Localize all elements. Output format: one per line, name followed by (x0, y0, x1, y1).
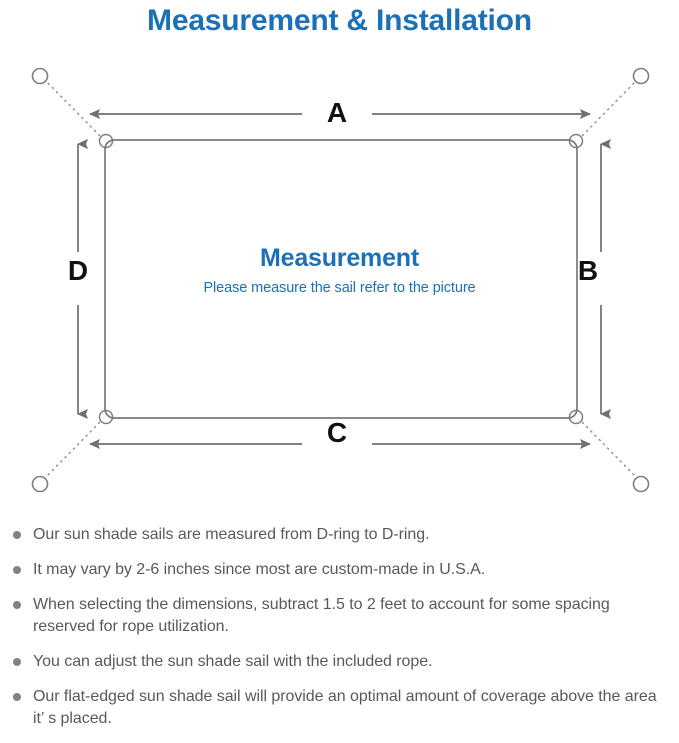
list-item-text: You can adjust the sun shade sail with t… (33, 653, 433, 670)
dimension-label-c: C (326, 417, 348, 448)
bullet-icon (13, 658, 21, 666)
list-item: Our sun shade sails are measured from D-… (0, 524, 679, 546)
list-item-text: It may vary by 2-6 inches since most are… (33, 561, 486, 578)
diagram-center-title: Measurement (260, 244, 419, 272)
d-ring-top-right (568, 133, 584, 149)
list-item: Our flat-edged sun shade sail will provi… (0, 686, 679, 730)
rope-bottom-right (581, 421, 638, 479)
rope-bottom-left (44, 421, 101, 479)
d-ring-bottom-left (98, 409, 114, 425)
bullet-icon (13, 531, 21, 539)
list-item: When selecting the dimensions, subtract … (0, 594, 679, 638)
d-ring-bottom-right (568, 409, 584, 425)
corner-arc-top-left (104, 139, 115, 150)
dimension-label-b: B (577, 255, 599, 286)
list-item-text: Our sun shade sails are measured from D-… (33, 526, 430, 543)
list-item: You can adjust the sun shade sail with t… (0, 651, 679, 673)
list-item-text: Our flat-edged sun shade sail will provi… (33, 688, 657, 727)
corner-arc-bottom-right (567, 408, 578, 419)
notes-list: Our sun shade sails are measured from D-… (0, 524, 679, 743)
bullet-icon (13, 566, 21, 574)
anchor-point-bottom-left (31, 475, 49, 493)
list-item-text: When selecting the dimensions, subtract … (33, 596, 610, 635)
anchor-point-top-right (632, 67, 650, 85)
sail-rectangle (104, 139, 578, 419)
rope-top-right (581, 79, 638, 137)
corner-arc-bottom-left (104, 408, 115, 419)
anchor-point-bottom-right (632, 475, 650, 493)
diagram-svg (31, 67, 650, 493)
dimension-label-d: D (67, 255, 89, 286)
d-ring-top-left (98, 133, 114, 149)
bullet-icon (13, 693, 21, 701)
anchor-point-top-left (31, 67, 49, 85)
list-item: It may vary by 2-6 inches since most are… (0, 559, 679, 581)
page-title: Measurement & Installation (147, 4, 532, 37)
measurement-diagram: Measurement Please measure the sail refe… (0, 52, 679, 512)
dimension-label-a: A (326, 97, 348, 128)
rope-top-left (44, 79, 101, 137)
diagram-center-subtitle: Please measure the sail refer to the pic… (203, 280, 476, 296)
bullet-icon (13, 601, 21, 609)
corner-arc-top-right (567, 139, 578, 150)
